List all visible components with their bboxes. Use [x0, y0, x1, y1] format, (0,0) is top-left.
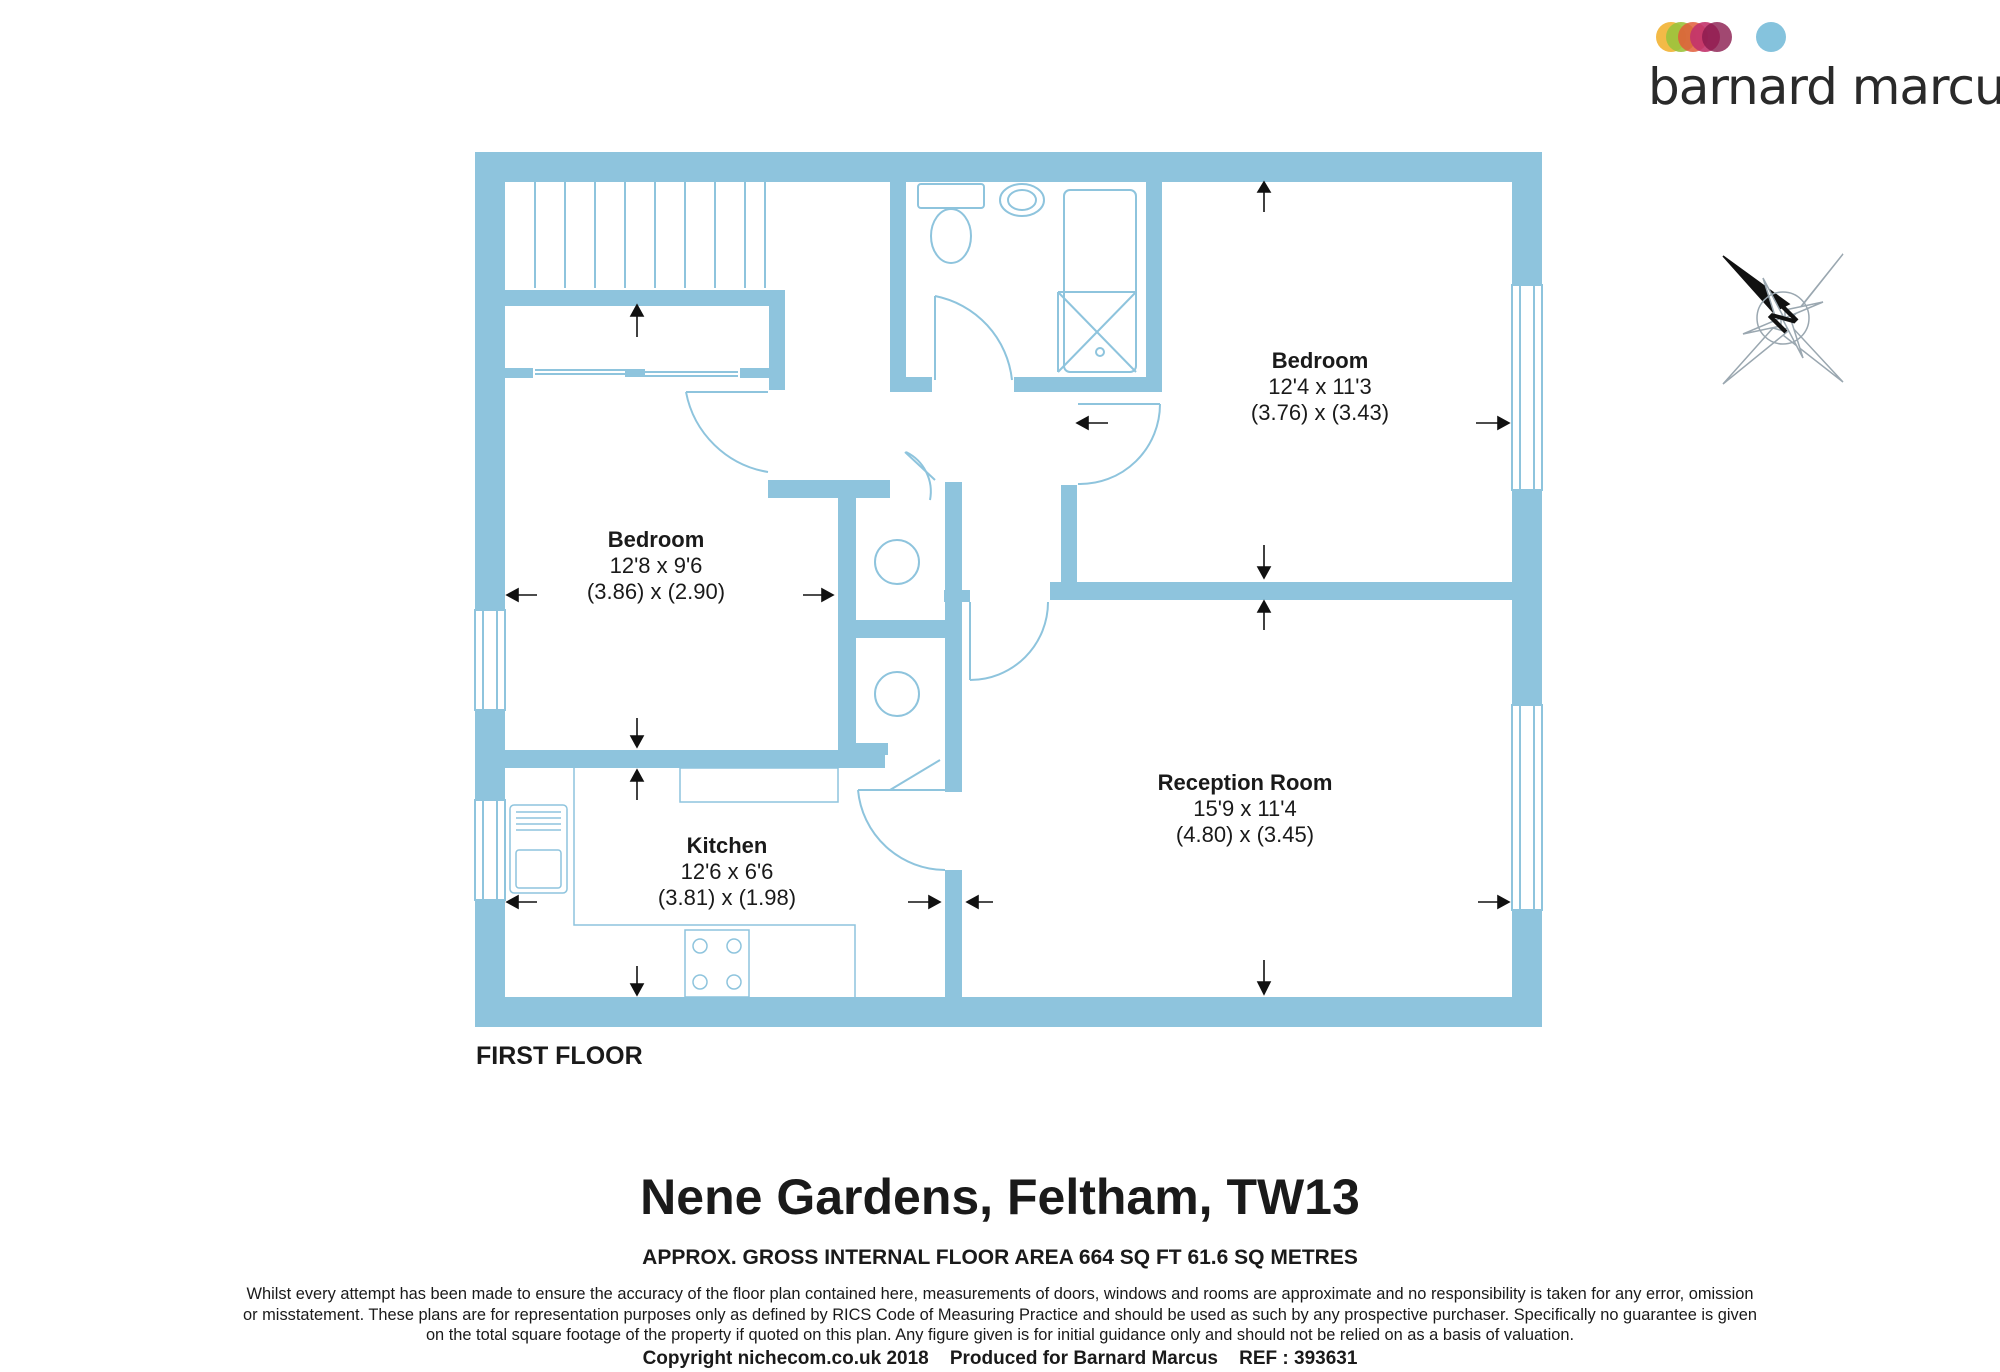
- room-dimensions-imperial: 12'6 x 6'6: [680, 859, 774, 884]
- measurement-arrows: [505, 180, 1511, 997]
- property-title: Nene Gardens, Feltham, TW13: [640, 1169, 1360, 1225]
- bathroom-left-wall: [890, 182, 906, 392]
- room-label-reception-room: Reception Room 15'9 x 11'4 (4.80) x (3.4…: [1110, 770, 1380, 848]
- floor-area: APPROX. GROSS INTERNAL FLOOR AREA 664 SQ…: [642, 1246, 1358, 1269]
- door-swing: [934, 295, 1013, 381]
- brand-logo: barnard marcus: [1648, 20, 2000, 116]
- room-dimensions-metric: (3.86) x (2.90): [586, 579, 726, 604]
- room-label-bedroom-2: Bedroom 12'8 x 9'6 (3.86) x (2.90): [536, 527, 776, 605]
- bathroom-fixtures: [917, 183, 1137, 373]
- worktop: [573, 768, 856, 997]
- room-name: Kitchen: [686, 833, 768, 858]
- hall-jamb: [944, 590, 970, 602]
- door-swing: [1077, 403, 1161, 486]
- hall-wall: [838, 480, 856, 755]
- wall-unit: [679, 767, 839, 803]
- door-leaf: [904, 451, 936, 481]
- logo-dot: [1702, 22, 1732, 52]
- basin: [999, 183, 1045, 217]
- doors: [685, 295, 1161, 871]
- window: [1511, 704, 1543, 911]
- disclaimer-text: Whilst every attempt has been made to en…: [243, 1285, 1757, 1344]
- brand-name: barnard marcus: [1648, 58, 2000, 116]
- bedroom-left-wall: [1061, 485, 1077, 585]
- compass: N: [1722, 253, 1844, 385]
- room-dimensions-metric: (3.81) x (1.98): [657, 885, 797, 910]
- bathroom-right-wall: [1146, 182, 1162, 392]
- room-dimensions-imperial: 12'4 x 11'3: [1268, 374, 1372, 399]
- window: [474, 609, 506, 711]
- cupboard-jamb: [740, 368, 785, 378]
- outer-wall-bottom: [475, 997, 1542, 1027]
- room-name: Bedroom: [607, 527, 705, 552]
- room-dimensions-imperial: 12'8 x 9'6: [609, 553, 703, 578]
- room-dimensions-metric: (3.76) x (3.43): [1250, 400, 1390, 425]
- floor-label: FIRST FLOOR: [476, 1042, 643, 1070]
- cupboard-side-wall: [769, 290, 785, 390]
- hob: [684, 929, 750, 998]
- cylinder: [874, 671, 920, 717]
- door-swing: [857, 789, 946, 871]
- logo-dot: [1756, 22, 1786, 52]
- kitchen-reception-wall: [945, 870, 962, 997]
- cistern: [917, 183, 985, 209]
- bathroom-wall: [906, 377, 932, 392]
- outer-wall-top: [475, 152, 1542, 182]
- room-label-kitchen: Kitchen 12'6 x 6'6 (3.81) x (1.98): [607, 833, 847, 911]
- window: [1511, 284, 1543, 491]
- room-name: Bedroom: [1271, 348, 1369, 373]
- hall-wall: [768, 480, 890, 498]
- bathroom-bottom-wall: [1014, 377, 1162, 392]
- staircase: [534, 182, 766, 377]
- room-label-bedroom-1: Bedroom 12'4 x 11'3 (3.76) x (3.43): [1200, 348, 1440, 426]
- room-dimensions-imperial: 15'9 x 11'4: [1193, 796, 1297, 821]
- logo-dots: [1656, 22, 1816, 56]
- boiler: [874, 539, 920, 585]
- windows: [474, 284, 1543, 911]
- toilet: [930, 208, 972, 264]
- room-dimensions-metric: (4.80) x (3.45): [1175, 822, 1315, 847]
- bedroom-kitchen-wall: [505, 750, 885, 768]
- hall-wall: [945, 482, 962, 792]
- cupboard-wall: [505, 290, 785, 306]
- door-swing: [685, 391, 769, 473]
- cupboard-divider: [838, 620, 962, 638]
- bedroom-bottom-wall: [1050, 582, 1512, 600]
- window: [474, 799, 506, 901]
- cupboard-jamb: [505, 368, 533, 378]
- bath: [1063, 189, 1137, 373]
- kitchen-units: [509, 767, 856, 998]
- door-leaf: [889, 759, 941, 791]
- sink: [509, 804, 568, 894]
- copyright-line: Copyright nichecom.co.uk 2018 Produced f…: [642, 1348, 1358, 1369]
- room-name: Reception Room: [1157, 770, 1333, 795]
